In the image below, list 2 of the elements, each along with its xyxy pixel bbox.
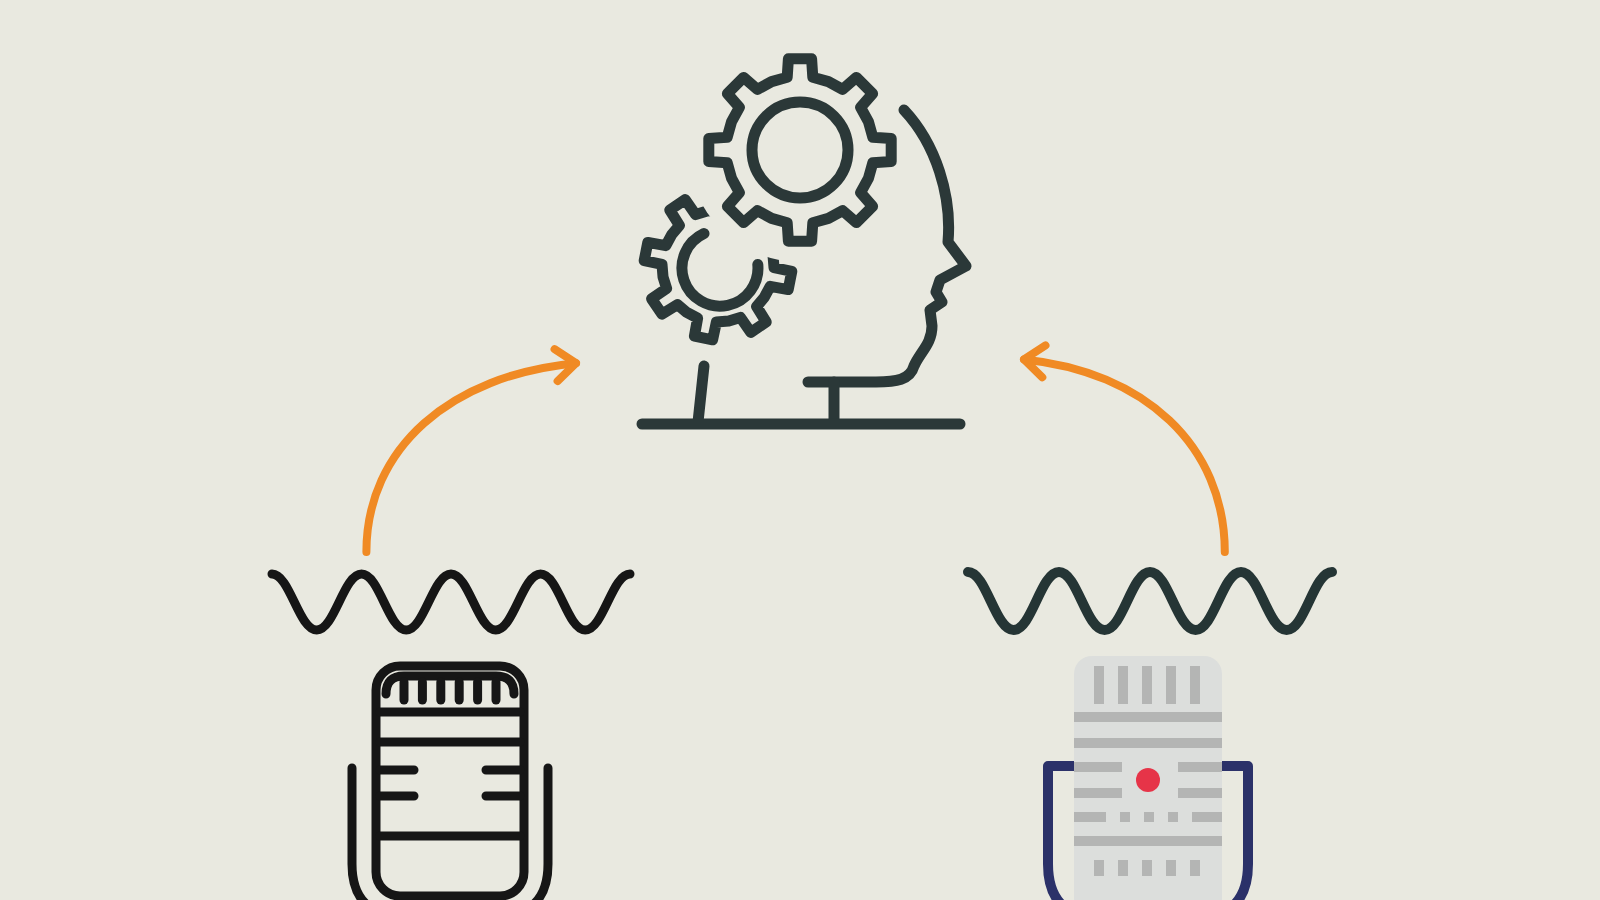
curved-arrow <box>1020 342 1229 556</box>
curved-arrow <box>362 346 580 556</box>
